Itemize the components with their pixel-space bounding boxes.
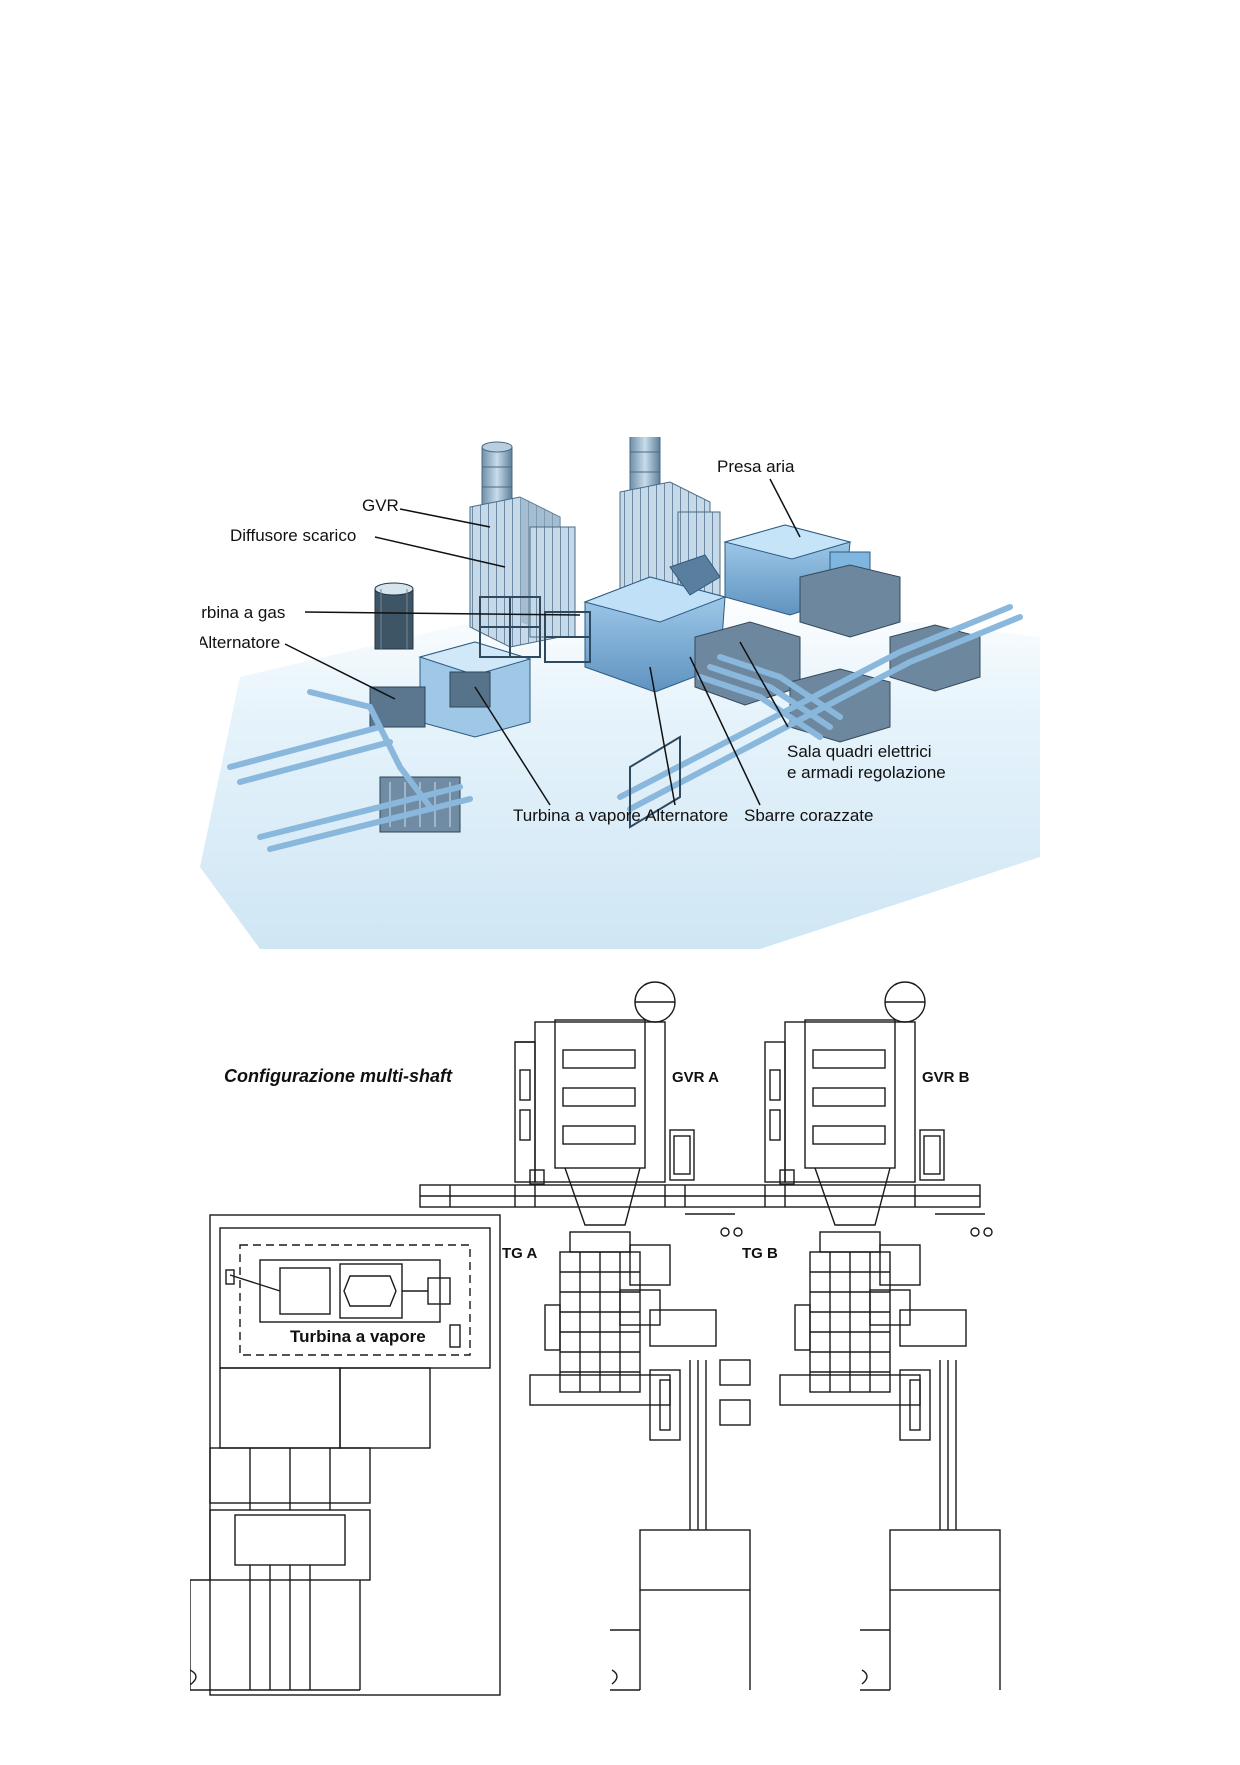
leader-lines (284, 478, 801, 806)
multishaft-plan-drawing: Configurazione multi-shaft GVR A GVR B T… (189, 970, 1060, 1760)
exhaust-diffuser (669, 554, 721, 596)
plant-3d-svg: GVR Diffusore scarico Turbina a gas Alte… (182, 426, 1040, 949)
plant-3d-rendering: GVR Diffusore scarico Turbina a gas Alte… (182, 426, 1040, 949)
label-gvr: GVR (362, 496, 399, 515)
label-presa-aria: Presa aria (717, 457, 795, 476)
label-gvr-a: GVR A (672, 1069, 719, 1086)
plan-title: Configurazione multi-shaft (224, 1066, 453, 1086)
gvr-a-structure (514, 981, 695, 1183)
label-tg-a: TG A (502, 1245, 537, 1262)
gvr-b-structure (764, 981, 945, 1183)
label-sbarre-corazzate: Sbarre corazzate (744, 806, 873, 825)
steam-turbine-building (189, 1214, 501, 1696)
storage-tank (374, 582, 414, 650)
label-diffusore-scarico: Diffusore scarico (230, 526, 356, 545)
tg-b-unit (779, 1231, 1001, 1691)
label-plan-turbina-vapore: Turbina a vapore (290, 1327, 426, 1346)
label-turbina-gas: Turbina a gas (200, 603, 285, 622)
duct-a (564, 1167, 641, 1226)
label-tg-b: TG B (742, 1245, 778, 1262)
label-alternatore-bottom: Alternatore (645, 806, 728, 825)
pipe-rack (227, 604, 1023, 852)
label-gvr-b: GVR B (922, 1069, 970, 1086)
label-turbina-vapore: Turbina a vapore (513, 806, 641, 825)
electrical-room-3 (799, 564, 901, 638)
aux-items (529, 1169, 993, 1237)
tg-a-unit (529, 1231, 751, 1691)
label-alternatore-left: Alternatore (200, 633, 280, 652)
structural-frames (479, 596, 681, 829)
steam-turbine-block (418, 641, 532, 738)
pipe-bridge (419, 1184, 981, 1208)
plan-svg: Configurazione multi-shaft GVR A GVR B T… (189, 981, 1001, 1696)
duct-b (814, 1167, 891, 1226)
hrsg-unit-1 (469, 496, 576, 648)
label-sala-quadri-line1: Sala quadri elettrici (787, 742, 932, 761)
label-sala-quadri-line2: e armadi regolazione (787, 763, 946, 782)
